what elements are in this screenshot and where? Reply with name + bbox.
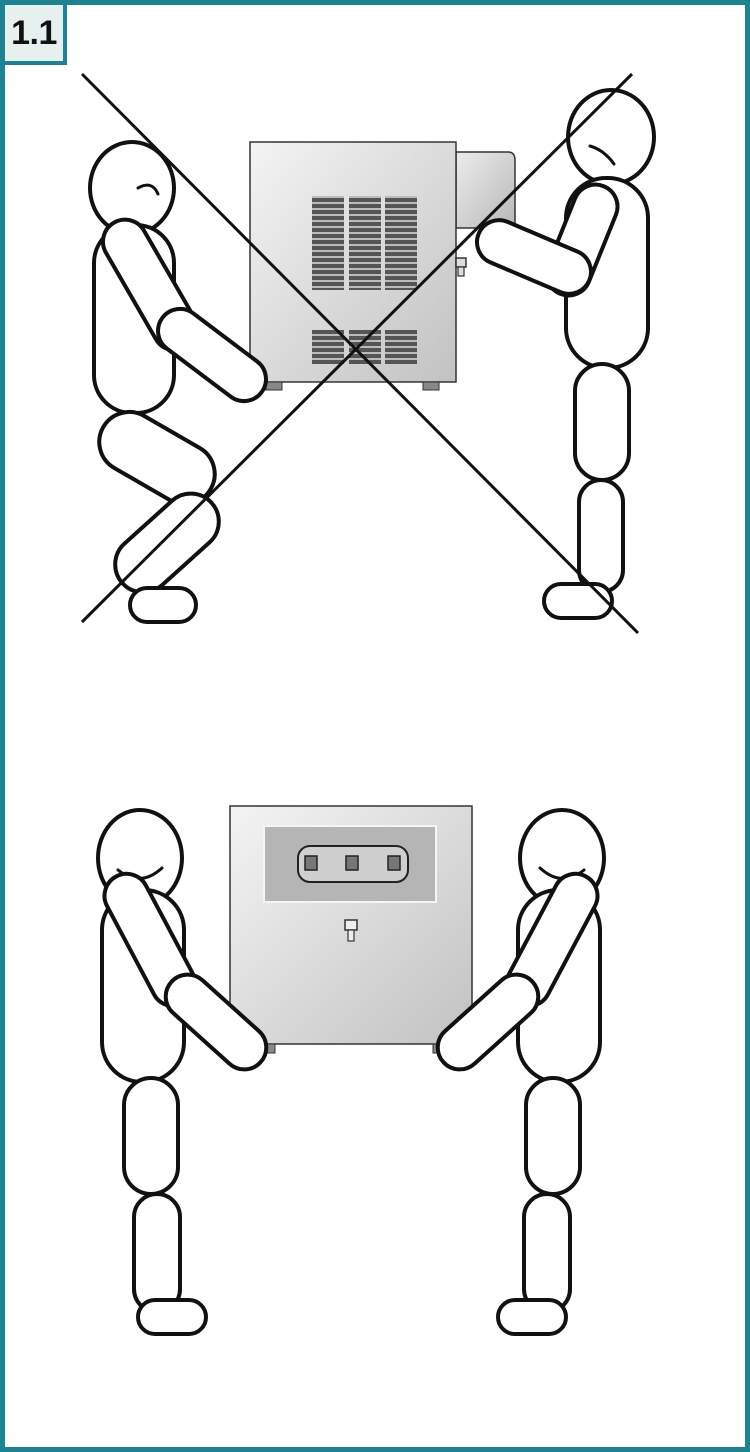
wrong-cross-mark [80, 72, 640, 635]
left-person-squatting [88, 140, 268, 624]
left-person-standing [96, 808, 269, 1336]
right-person-standing [435, 808, 606, 1336]
figure-number-badge: 1.1 [5, 5, 67, 65]
figure-number: 1.1 [11, 13, 57, 52]
device-side-view [249, 141, 516, 391]
correct-lifting-panel [96, 805, 606, 1336]
right-person-bending [475, 88, 656, 620]
device-front-view [229, 805, 473, 1054]
incorrect-lifting-panel [80, 72, 656, 635]
